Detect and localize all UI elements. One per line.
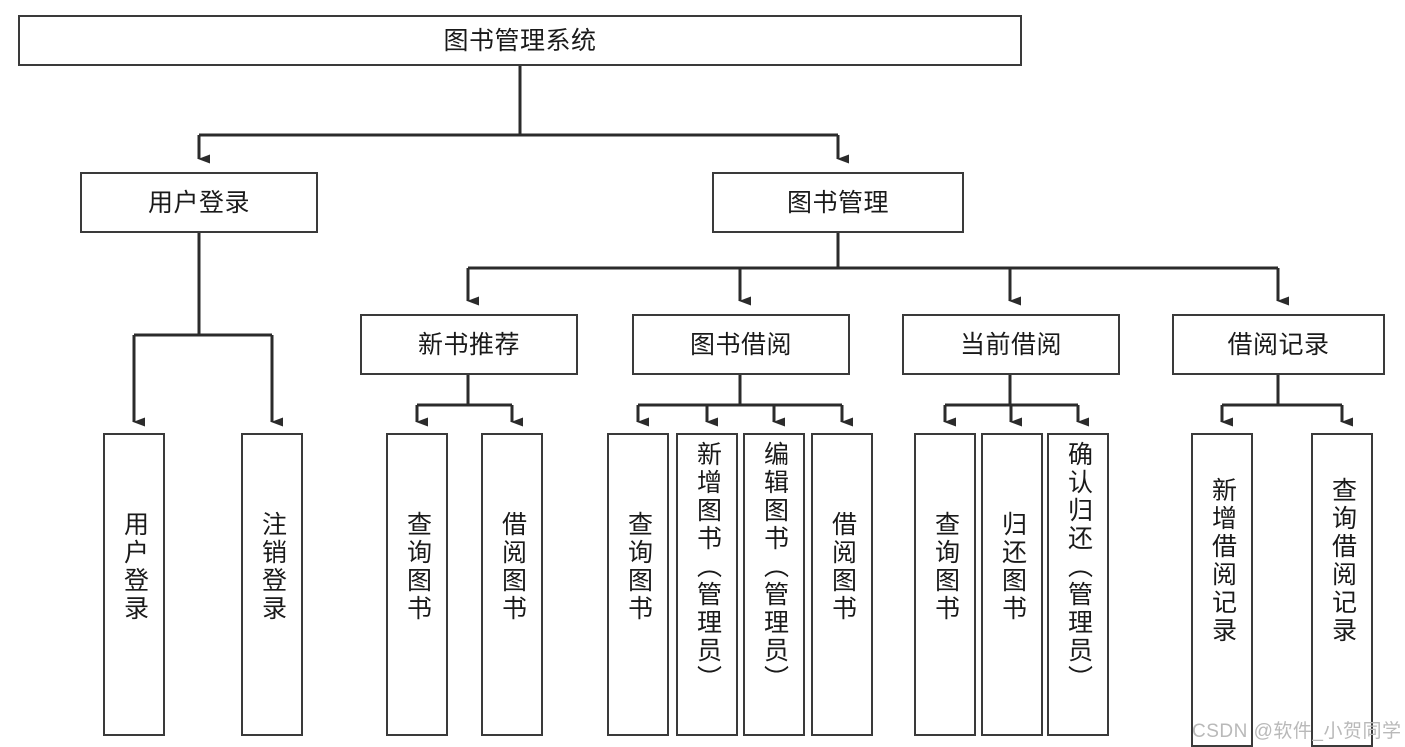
leaf-query-book-new[interactable]: 查询图书 [386,433,448,736]
node-label: 查询图书 [403,511,432,623]
node-root-book-management-system[interactable]: 图书管理系统 [18,15,1022,66]
node-new-book-recommendation[interactable]: 新书推荐 [360,314,578,375]
leaf-return-book[interactable]: 归还图书 [981,433,1043,736]
node-label: 当前借阅 [959,330,1062,359]
node-label: 查询图书 [624,511,653,623]
csdn-watermark: CSDN @软件_小贺同学 [1192,721,1402,742]
node-label: 确认归还（管理员） [1064,441,1093,693]
leaf-add-book-admin[interactable]: 新增图书（管理员） [676,433,738,736]
node-label: 用户登录 [147,188,250,217]
node-book-management[interactable]: 图书管理 [712,172,964,233]
leaf-query-book-current[interactable]: 查询图书 [914,433,976,736]
node-label: 图书管理 [786,188,889,217]
node-label: 编辑图书（管理员） [760,441,789,693]
node-label: 新增图书（管理员） [693,441,722,693]
node-label: 借阅图书 [828,511,857,623]
node-book-borrowing[interactable]: 图书借阅 [632,314,850,375]
leaf-add-borrow-record[interactable]: 新增借阅记录 [1191,433,1253,747]
node-label: 图书管理系统 [443,26,597,55]
leaf-logout[interactable]: 注销登录 [241,433,303,736]
node-label: 借阅记录 [1227,330,1330,359]
node-label: 查询借阅记录 [1328,477,1357,645]
leaf-query-book-borrow[interactable]: 查询图书 [607,433,669,736]
leaf-borrow-book-borrow[interactable]: 借阅图书 [811,433,873,736]
leaf-edit-book-admin[interactable]: 编辑图书（管理员） [743,433,805,736]
node-label: 新书推荐 [417,330,520,359]
node-borrowing-record[interactable]: 借阅记录 [1172,314,1385,375]
node-label: 新增借阅记录 [1208,477,1237,645]
node-label: 图书借阅 [689,330,792,359]
leaf-borrow-book-new[interactable]: 借阅图书 [481,433,543,736]
leaf-query-borrow-record[interactable]: 查询借阅记录 [1311,433,1373,747]
node-label: 归还图书 [998,511,1027,623]
node-user-login[interactable]: 用户登录 [80,172,318,233]
leaf-user-login[interactable]: 用户登录 [103,433,165,736]
node-current-borrowing[interactable]: 当前借阅 [902,314,1120,375]
node-label: 注销登录 [258,511,287,623]
node-label: 查询图书 [931,511,960,623]
node-label: 用户登录 [120,511,149,623]
node-label: 借阅图书 [498,511,527,623]
leaf-confirm-return-admin[interactable]: 确认归还（管理员） [1047,433,1109,736]
